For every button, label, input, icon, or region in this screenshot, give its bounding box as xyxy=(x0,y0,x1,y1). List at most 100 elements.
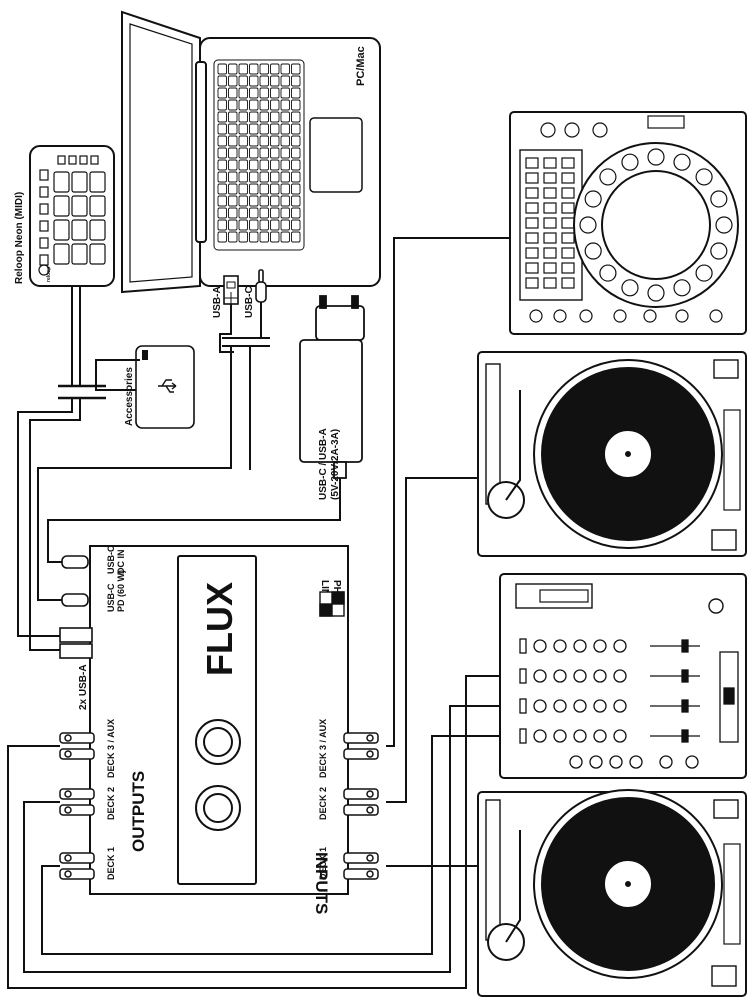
cdj-knob xyxy=(564,122,580,138)
cdj-button xyxy=(529,309,543,323)
keyboard-key xyxy=(259,159,269,171)
cdj-pad xyxy=(561,247,575,259)
keyboard-key xyxy=(217,183,227,195)
keyboard-key xyxy=(228,147,238,159)
keyboard-key xyxy=(238,171,248,183)
keyboard-key xyxy=(228,231,238,243)
jog-button xyxy=(584,242,602,260)
neon-knob xyxy=(38,264,50,276)
media-player xyxy=(509,111,747,335)
keyboard-key xyxy=(270,219,280,231)
keyboard-key xyxy=(270,183,280,195)
keyboard-key xyxy=(259,219,269,231)
cdj-knob xyxy=(540,122,556,138)
keyboard-key xyxy=(291,75,301,87)
power-supply-label-2: (5V-20V/2A-3A) xyxy=(330,429,341,500)
laptop-usb-plugs xyxy=(223,269,267,305)
keyboard-key xyxy=(228,75,238,87)
mixer-switch xyxy=(519,698,527,714)
neon-button xyxy=(39,203,49,215)
keyboard-key xyxy=(280,159,290,171)
keyboard-key xyxy=(280,63,290,75)
keyboard-key xyxy=(217,195,227,207)
cdj-pad xyxy=(543,172,557,184)
keyboard-key xyxy=(270,135,280,147)
keyboard-key xyxy=(291,147,301,159)
neon-pad xyxy=(71,195,88,217)
keyboard-key xyxy=(238,111,248,123)
jog-button xyxy=(599,264,617,282)
keyboard-key xyxy=(280,231,290,243)
jog-button xyxy=(695,168,713,186)
neon-pad xyxy=(53,219,70,241)
neon-button xyxy=(79,155,88,165)
keyboard-key xyxy=(270,87,280,99)
mixer-knob xyxy=(573,729,587,743)
jog-button xyxy=(647,148,665,166)
usb-a-2x-label: 2x USB-A xyxy=(78,664,89,710)
jog-button xyxy=(715,216,733,234)
keyboard-key xyxy=(249,183,259,195)
cdj-pad xyxy=(561,262,575,274)
keyboard-key xyxy=(291,231,301,243)
cdj-pad xyxy=(543,262,557,274)
mixer-knob xyxy=(533,669,547,683)
keyboard-key xyxy=(217,75,227,87)
mixer-knob xyxy=(589,755,603,769)
media-player-buttons xyxy=(525,122,733,323)
keyboard-key xyxy=(270,195,280,207)
keyboard-key xyxy=(228,183,238,195)
keyboard-key xyxy=(249,63,259,75)
channel-fader xyxy=(681,729,689,743)
phono-line-switch xyxy=(319,591,345,617)
mixer-knob xyxy=(609,755,623,769)
keyboard-key xyxy=(249,75,259,87)
jog-button xyxy=(621,279,639,297)
cdj-pad xyxy=(525,172,539,184)
jog-button xyxy=(710,190,728,208)
keyboard-key xyxy=(228,159,238,171)
keyboard-key xyxy=(217,171,227,183)
neon-button xyxy=(68,155,77,165)
output-deck1-label: DECK 1 xyxy=(106,847,116,880)
mixer-knob xyxy=(533,699,547,713)
keyboard-key xyxy=(228,171,238,183)
keyboard-key xyxy=(280,87,290,99)
usb-c-dc-in-label-1: USB-C xyxy=(106,545,116,574)
cdj-button xyxy=(613,309,627,323)
flux-interface xyxy=(89,545,349,895)
turntable-2 xyxy=(477,789,747,997)
neon-pad xyxy=(71,219,88,241)
cdj-pad xyxy=(561,217,575,229)
keyboard-key xyxy=(238,219,248,231)
input-deck2-label: DECK 2 xyxy=(318,787,328,820)
keyboard-key xyxy=(217,87,227,99)
keyboard-key xyxy=(270,171,280,183)
mixer-knob xyxy=(613,669,627,683)
input-deck3-label: DECK 3 / AUX xyxy=(318,719,328,778)
keyboard-key xyxy=(270,207,280,219)
mixer-knob xyxy=(553,729,567,743)
neon-pad xyxy=(89,219,106,241)
keyboard-key xyxy=(249,135,259,147)
keyboard-key xyxy=(228,99,238,111)
keyboard-key xyxy=(270,111,280,123)
keyboard-key xyxy=(249,87,259,99)
cdj-button xyxy=(709,309,723,323)
keyboard-key xyxy=(228,63,238,75)
keyboard-key xyxy=(291,195,301,207)
cables xyxy=(7,237,510,989)
mixer-controls xyxy=(519,638,739,769)
keyboard-key xyxy=(249,207,259,219)
usb-c-pd-label-2: PD (60 W) xyxy=(116,570,126,612)
keyboard-key xyxy=(291,219,301,231)
midi-controller-label: Reloop Neon (MIDI) xyxy=(14,192,25,284)
inputs-label: INPUTS xyxy=(312,852,331,914)
neon-button xyxy=(39,169,49,181)
keyboard-key xyxy=(259,99,269,111)
cdj-pad xyxy=(561,187,575,199)
keyboard-key xyxy=(270,99,280,111)
keyboard-key xyxy=(259,231,269,243)
keyboard-key xyxy=(249,159,259,171)
mixer-switch xyxy=(519,728,527,744)
